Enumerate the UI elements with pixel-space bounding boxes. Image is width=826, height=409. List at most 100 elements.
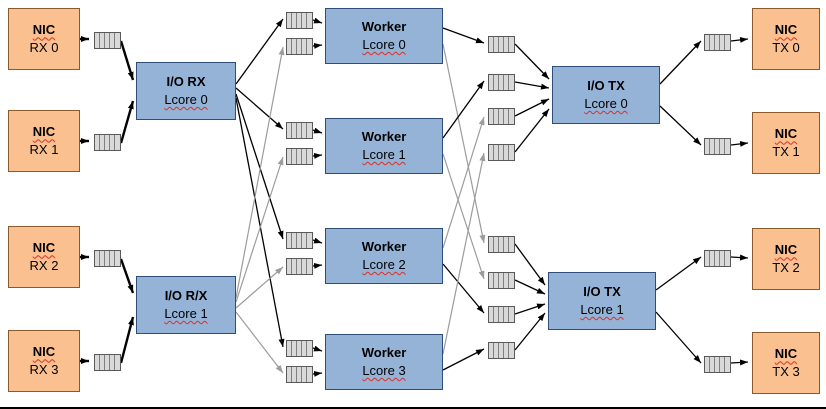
link — [730, 359, 749, 366]
link — [119, 316, 135, 364]
link — [730, 140, 749, 147]
link — [655, 311, 702, 364]
worker-to-tx-queue-links — [442, 27, 486, 371]
io-rx-1-label: Lcore 1 — [164, 306, 208, 321]
link — [514, 43, 550, 80]
worker-3-label: Lcore 3 — [362, 363, 406, 378]
queue-ring-icon — [286, 232, 313, 249]
link — [659, 105, 702, 146]
nic-tx-2-box: NIC TX 2 — [752, 228, 820, 290]
nic-tx-1-box: NIC TX 1 — [752, 112, 820, 174]
queue-ring-icon — [704, 138, 731, 155]
queue-ring-icon — [704, 34, 731, 51]
nic-tx-0-box: NIC TX 0 — [752, 8, 820, 70]
nic-tx-0-label: TX 0 — [772, 40, 800, 55]
worker-3-title: Worker — [361, 345, 407, 361]
worker-lcore-0-box: Worker Lcore 0 — [325, 8, 443, 64]
queue-ring-icon — [286, 148, 313, 165]
link — [514, 98, 550, 117]
link — [312, 42, 323, 49]
link — [514, 243, 546, 286]
link — [312, 262, 323, 269]
queue-ring-icon — [488, 306, 515, 323]
queue-ring-icon — [704, 356, 731, 373]
link — [442, 348, 485, 371]
link — [235, 156, 284, 303]
io-rx1-fanout-links — [235, 46, 285, 374]
queue-ring-icon — [704, 250, 731, 267]
worker-2-label: Lcore 2 — [362, 257, 406, 272]
queue-ring-icon — [488, 108, 515, 125]
nic-rx-3-label: RX 3 — [29, 362, 59, 377]
queue-ring-icon — [488, 342, 515, 359]
io-tx-1-label: Lcore 1 — [580, 302, 624, 317]
worker-2-title: Worker — [361, 239, 407, 255]
io-rx-0-title: I/O RX — [166, 74, 206, 90]
queue-to-worker-links — [312, 17, 323, 377]
nic-rx-3-box: NIC RX 3 — [8, 330, 80, 392]
io-tx-1-title: I/O TX — [583, 284, 621, 300]
nic-tx-2-label: TX 2 — [772, 260, 800, 275]
link — [442, 263, 485, 314]
nic-rx-0-box: NIC RX 0 — [8, 8, 80, 70]
nic-rx-3-title: NIC — [32, 344, 56, 360]
link — [514, 108, 550, 153]
nic-rx-0-label: RX 0 — [29, 40, 59, 55]
nic-tx-3-box: NIC TX 3 — [752, 332, 820, 394]
nic-tx-1-label: TX 1 — [772, 144, 800, 159]
link — [312, 370, 323, 377]
queue-ring-icon — [488, 74, 515, 91]
nic-tx-2-title: NIC — [774, 242, 798, 258]
io-rx-1-title: I/O R/X — [164, 288, 208, 304]
worker-lcore-3-box: Worker Lcore 3 — [325, 334, 443, 390]
link — [312, 237, 323, 244]
link — [514, 303, 546, 315]
io-tx-0-title: I/O TX — [587, 78, 625, 94]
queue-ring-icon — [94, 250, 121, 267]
io-tx-lcore-1-box: I/O TX Lcore 1 — [548, 272, 656, 330]
io-tx-to-nic-tx-links — [655, 36, 749, 366]
worker-1-label: Lcore 1 — [362, 147, 406, 162]
io-tx-0-label: Lcore 0 — [584, 96, 628, 111]
queue-ring-icon — [286, 122, 313, 139]
link — [442, 80, 485, 139]
nic-rx-2-label: RX 2 — [29, 258, 59, 273]
queue-ring-icon — [488, 144, 515, 161]
io-rx-0-label: Lcore 0 — [164, 92, 208, 107]
link — [514, 312, 546, 351]
queue-ring-icon — [94, 354, 121, 371]
nic-tx-0-title: NIC — [774, 22, 798, 38]
nic-rx-to-io-rx-links — [80, 36, 135, 364]
link — [442, 152, 486, 355]
io-rx-lcore-0-box: I/O RX Lcore 0 — [136, 62, 236, 120]
queue-ring-icon — [488, 236, 515, 253]
worker-1-title: Worker — [361, 129, 407, 145]
queue-ring-icon — [488, 272, 515, 289]
link — [235, 311, 284, 374]
link — [119, 258, 135, 294]
link — [312, 17, 323, 24]
nic-rx-1-title: NIC — [32, 124, 56, 140]
link — [730, 36, 749, 43]
io-rx-lcore-1-box: I/O R/X Lcore 1 — [136, 276, 236, 334]
link — [312, 127, 323, 134]
queue-ring-icon — [94, 32, 121, 49]
queue-ring-icon — [286, 366, 313, 383]
worker-0-label: Lcore 0 — [362, 37, 406, 52]
queue-ring-icon — [286, 38, 313, 55]
link — [514, 279, 546, 295]
nic-rx-0-title: NIC — [32, 22, 56, 38]
link — [235, 93, 284, 240]
nic-rx-1-label: RX 1 — [29, 142, 59, 157]
queue-ring-icon — [488, 36, 515, 53]
queue-to-io-tx-links — [514, 43, 550, 351]
link — [119, 40, 135, 81]
link — [235, 266, 284, 309]
link — [119, 100, 135, 144]
nic-tx-3-label: TX 3 — [772, 364, 800, 379]
queue-ring-icon — [286, 12, 313, 29]
queue-ring-icon — [286, 258, 313, 275]
link — [655, 256, 702, 291]
link — [442, 43, 486, 244]
